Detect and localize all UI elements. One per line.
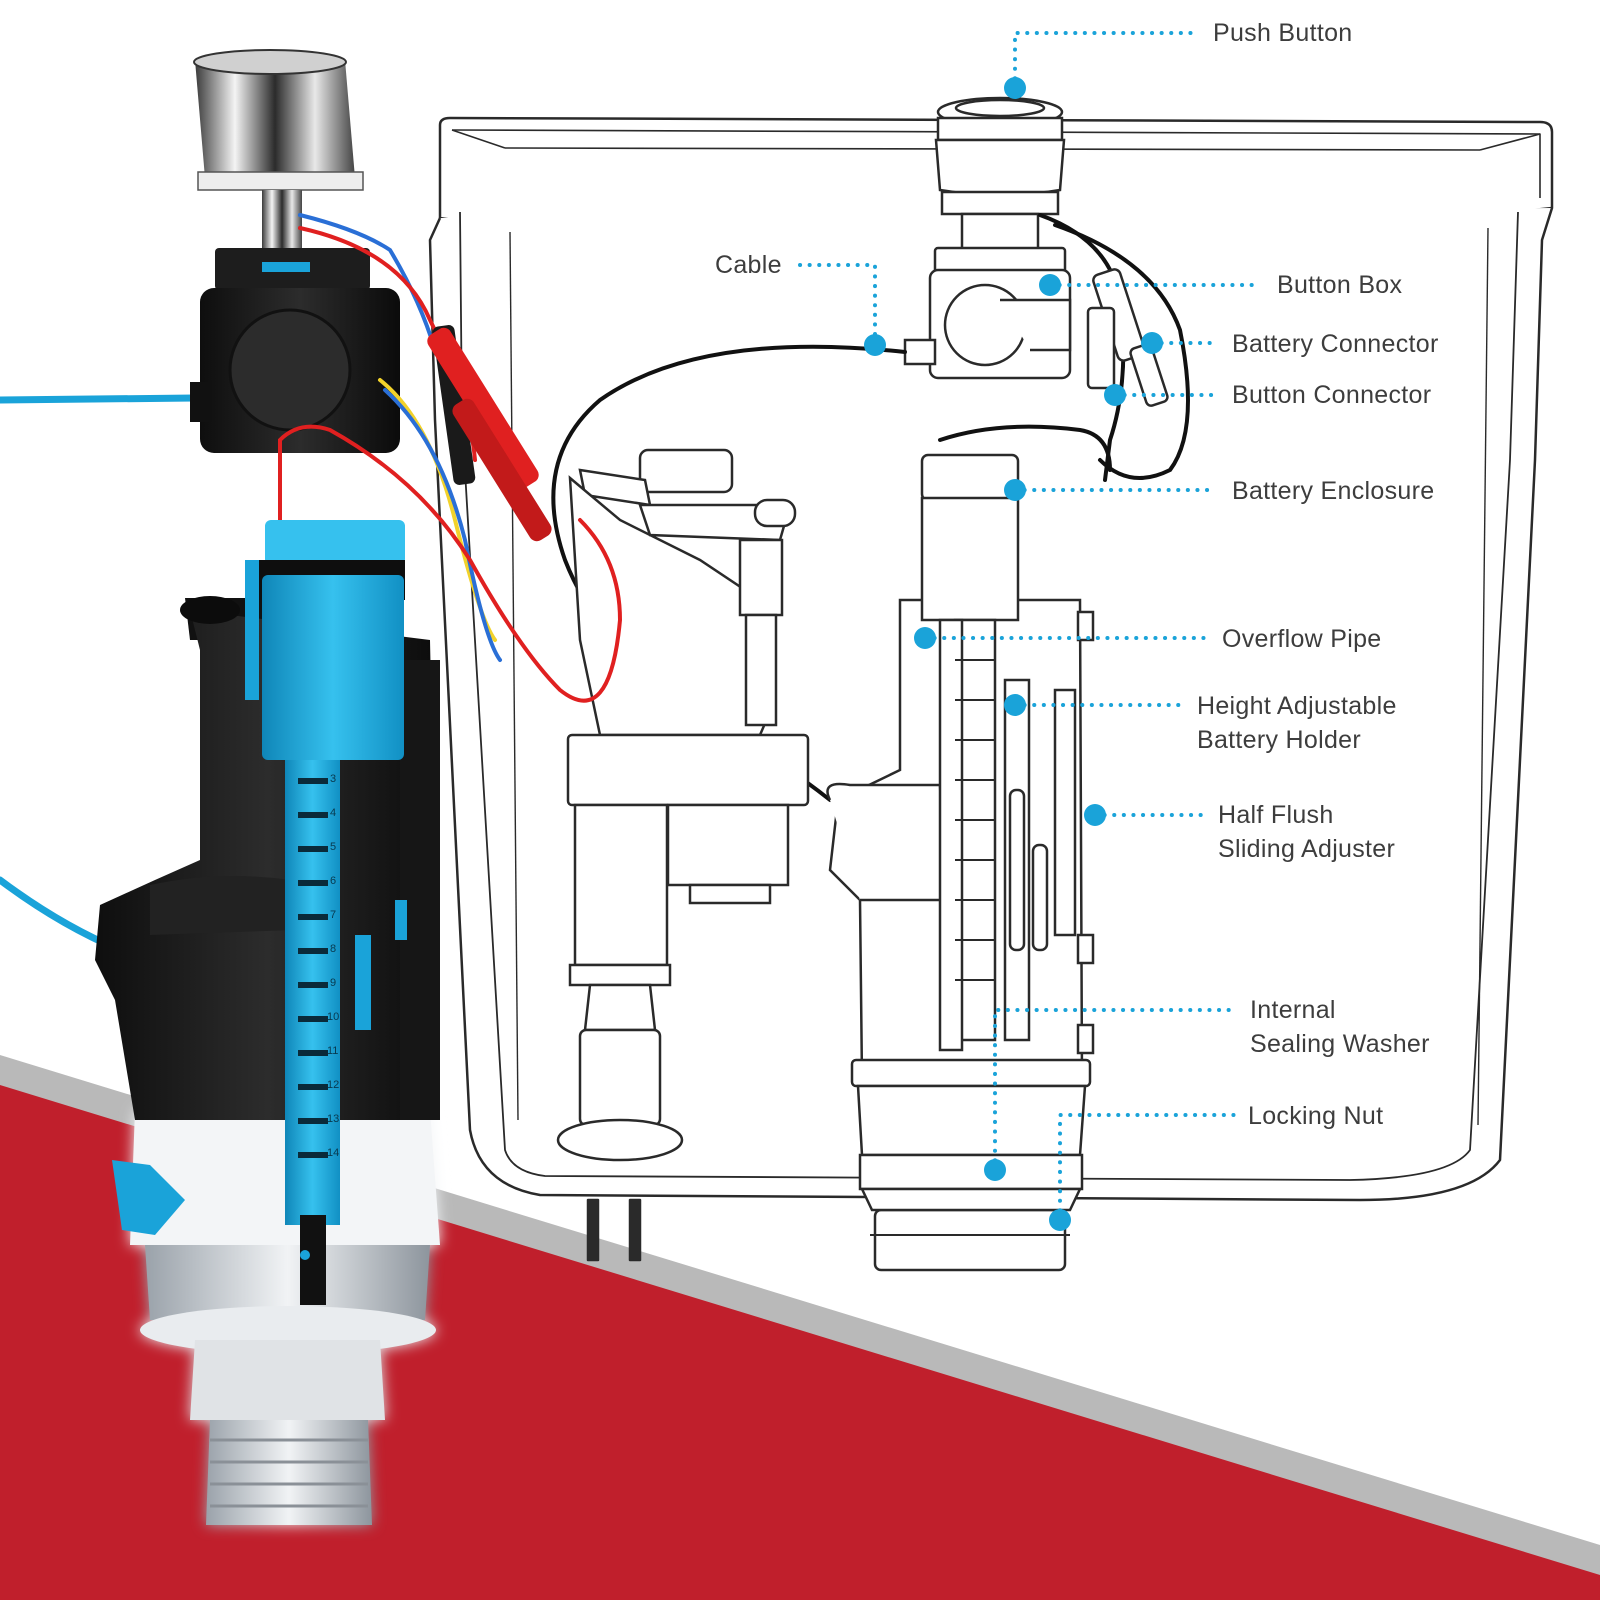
chrome-button — [193, 49, 364, 258]
scale-number: 5 — [330, 841, 336, 853]
scale-number: 14 — [327, 1147, 339, 1159]
overflow-pipe-dot — [914, 627, 936, 649]
push-button-drawing — [934, 96, 1066, 252]
flush-valve-photo — [95, 520, 440, 1525]
label-locking-nut: Locking Nut — [1248, 1102, 1384, 1130]
scale-number: 8 — [330, 943, 336, 955]
scale-number: 10 — [327, 1011, 339, 1023]
label-cable: Cable — [715, 251, 782, 279]
blue-hoses — [0, 394, 199, 954]
label-push-button: Push Button — [1213, 19, 1353, 47]
battery-holder-dot — [1004, 694, 1026, 716]
flush-valve-rungs — [870, 659, 1070, 1236]
wire-connectors — [427, 325, 552, 542]
battery-enclosure-dot — [1004, 479, 1026, 501]
flush-valve-drawing — [826, 453, 1095, 1272]
scale-number: 6 — [330, 875, 336, 887]
black-button-box — [190, 248, 400, 453]
scale-number: 11 — [327, 1045, 338, 1057]
button-box-drawing — [903, 246, 1072, 380]
height-scale — [298, 778, 328, 1158]
scale-number: 13 — [327, 1113, 339, 1125]
sliding-adjuster-dot — [1084, 804, 1106, 826]
button-box-dot — [1039, 274, 1061, 296]
button-connector-dot — [1104, 384, 1126, 406]
sealing-washer-dot — [984, 1159, 1006, 1181]
scale-numbers: 3 4 5 6 7 8 9 10 11 12 13 14 — [327, 773, 339, 1159]
push-button-dot — [1004, 77, 1026, 99]
label-overflow-pipe: Overflow Pipe — [1222, 625, 1382, 653]
scale-number: 12 — [327, 1079, 339, 1091]
battery-connector-dot — [1141, 332, 1163, 354]
cable-dot — [864, 334, 886, 356]
callout-dots — [864, 77, 1163, 1231]
fill-valve-drawing — [556, 448, 810, 1162]
locking-nut-dot — [1049, 1209, 1071, 1231]
scale-number: 9 — [330, 977, 336, 989]
label-button-connector: Button Connector — [1232, 381, 1432, 409]
scale-number: 4 — [330, 807, 336, 819]
scale-number: 7 — [330, 909, 336, 921]
label-battery-enclosure: Battery Enclosure — [1232, 477, 1435, 505]
label-button-box: Button Box — [1277, 271, 1403, 299]
scale-number: 3 — [330, 773, 336, 785]
label-battery-connector: Battery Connector — [1232, 330, 1439, 358]
connectors-drawing — [1086, 268, 1169, 407]
